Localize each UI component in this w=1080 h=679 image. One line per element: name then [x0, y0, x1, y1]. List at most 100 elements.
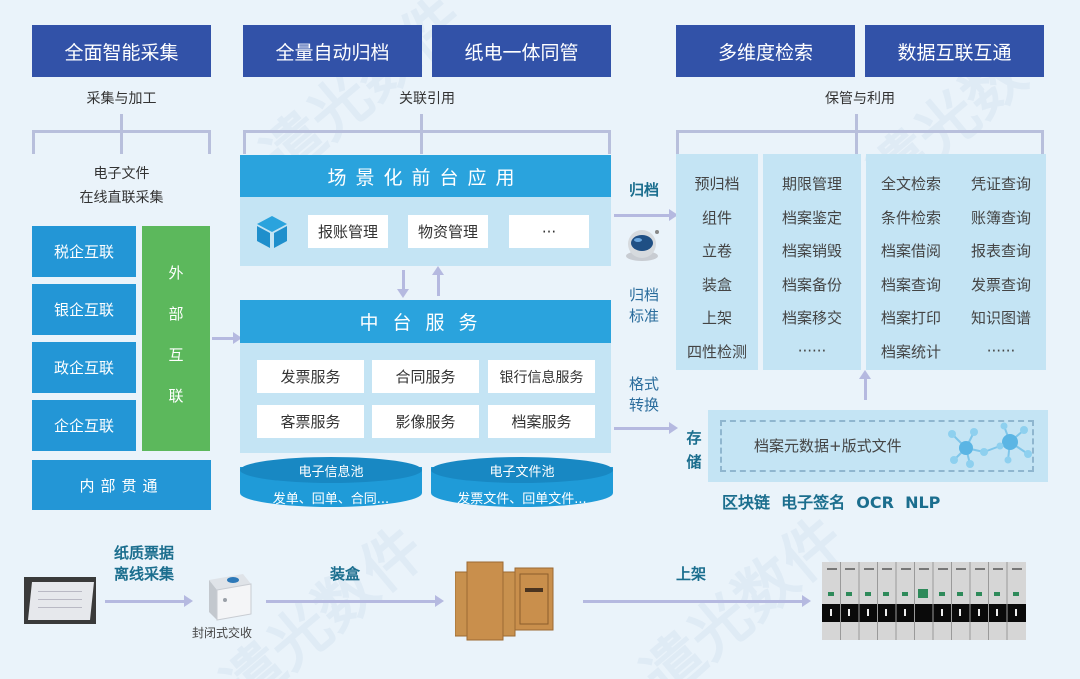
arrow-right-icon	[266, 595, 444, 607]
arrow-up-icon	[432, 266, 444, 296]
external-interconnect: 外 部 互 联	[142, 226, 210, 451]
bank-link: 银企互联	[32, 284, 136, 335]
pool-file: 电子文件池 发票文件、回单文件...	[431, 457, 613, 515]
bracket-stem	[120, 130, 123, 154]
label-shelving: 上架	[676, 565, 707, 583]
list-item: 档案移交	[781, 309, 842, 328]
bracket-stem	[855, 130, 858, 154]
list-item: 知识图谱	[970, 309, 1031, 328]
list-item: 凭证查询	[970, 175, 1031, 194]
gov-link: 政企互联	[32, 342, 136, 393]
label-collect: 采集与加工	[86, 91, 157, 107]
label-storage: 存 储	[680, 426, 708, 474]
robot-icon	[626, 230, 659, 261]
scanner-device-icon	[209, 574, 252, 621]
chip-more: ···	[509, 215, 589, 248]
label-archive: 归档	[628, 181, 659, 199]
left-caption: 电子文件 在线直联采集	[32, 162, 211, 210]
pool-file-desc: 发票文件、回单文件...	[457, 492, 587, 507]
list-item: 档案备份	[781, 275, 842, 294]
list-item: ······	[797, 342, 827, 361]
list-item: 档案查询	[880, 275, 941, 294]
label-paper-line1: 纸质票据	[114, 544, 175, 562]
cube-icon	[257, 216, 287, 248]
label-storage-line1: 存	[686, 429, 702, 447]
bracket-stem	[120, 114, 123, 132]
arrow-right-icon	[614, 422, 678, 434]
label-manage: 保管与利用	[825, 91, 895, 107]
middle-title: 中台服务	[240, 300, 611, 343]
service-contract: 合同服务	[372, 360, 479, 393]
pool-info-desc: 发单、回单、合同...	[272, 492, 390, 507]
label-archive-standard: 归档 标准	[622, 285, 666, 327]
label-paper-line2: 离线采集	[114, 565, 175, 583]
pool-file-name: 电子文件池	[489, 465, 555, 480]
list-item: 上架	[701, 309, 732, 328]
arrow-up-icon	[859, 370, 871, 400]
label-link: 关联引用	[399, 91, 455, 107]
list-item: 预归档	[694, 175, 740, 194]
bracket-manage	[676, 130, 1044, 154]
enterprise-link: 企企互联	[32, 400, 136, 451]
pool-info: 电子信息池 发单、回单、合同...	[240, 457, 422, 515]
list-item: 组件	[701, 208, 732, 227]
external-char: 部	[168, 305, 184, 323]
frontend-title: 场景化前台应用	[240, 155, 611, 197]
network-icon	[948, 422, 1032, 468]
list-item: 档案销毁	[781, 242, 842, 261]
service-image: 影像服务	[372, 405, 479, 438]
external-char: 互	[168, 346, 184, 364]
search-query-column: 全文检索 条件检索 档案借阅 档案查询 档案打印 档案统计 凭证查询 账簿查询 …	[866, 154, 1046, 370]
service-ticket: 客票服务	[257, 405, 364, 438]
bracket-stem	[420, 114, 423, 132]
arrow-right-icon	[212, 332, 242, 344]
tax-link: 税企互联	[32, 226, 136, 277]
arrow-right-icon	[105, 595, 193, 607]
internal-link: 内部贯通	[32, 460, 211, 510]
list-item: 发票查询	[970, 275, 1031, 294]
archive-process-column: 预归档 组件 立卷 装盒 上架 四性检测	[676, 154, 758, 370]
left-caption-line2: 在线直联采集	[79, 190, 164, 206]
external-char: 联	[168, 387, 184, 405]
bracket-link	[243, 130, 611, 154]
pool-info-name: 电子信息池	[298, 465, 364, 480]
title-auto-archive: 全量自动归档	[243, 25, 422, 77]
storage-panel: 档案元数据+版式文件	[708, 410, 1048, 482]
list-item: ······	[986, 342, 1016, 361]
list-item: 账簿查询	[970, 208, 1031, 227]
service-bank: 银行信息服务	[488, 360, 595, 393]
label-paper-offline: 纸质票据 离线采集	[114, 543, 174, 585]
list-item: 装盒	[701, 275, 732, 294]
list-item: 档案打印	[880, 309, 941, 328]
list-item: 期限管理	[781, 175, 842, 194]
title-data-interconnect: 数据互联互通	[865, 25, 1044, 77]
tech-labels: 区块链 电子签名 OCR NLP	[722, 493, 941, 512]
list-item: 立卷	[701, 242, 732, 261]
list-item: 全文检索	[880, 175, 941, 194]
chip-materials: 物资管理	[408, 215, 488, 248]
archive-manage-column: 期限管理 档案鉴定 档案销毁 档案备份 档案移交 ······	[763, 154, 861, 370]
list-item: 四性检测	[686, 342, 747, 361]
arrow-right-icon	[583, 595, 811, 607]
device-caption: 封闭式交收	[192, 626, 253, 640]
label-storage-line2: 储	[686, 453, 702, 471]
arrow-right-icon	[614, 209, 678, 221]
list-item: 档案借阅	[880, 242, 941, 261]
service-invoice: 发票服务	[257, 360, 364, 393]
left-caption-line1: 电子文件	[93, 166, 150, 182]
title-multi-search: 多维度检索	[676, 25, 855, 77]
storage-text: 档案元数据+版式文件	[754, 437, 902, 455]
chip-reimbursement: 报账管理	[308, 215, 388, 248]
label-boxing: 装盒	[330, 565, 361, 583]
bracket-stem	[855, 114, 858, 132]
list-item: 条件检索	[880, 208, 941, 227]
service-archive: 档案服务	[488, 405, 595, 438]
title-paper-electronic: 纸电一体同管	[432, 25, 611, 77]
paper-receipt-photo	[24, 577, 96, 624]
external-char: 外	[168, 264, 184, 282]
label-format-line2: 转换	[628, 396, 659, 414]
title-smart-collect: 全面智能采集	[32, 25, 211, 77]
label-format-line1: 格式	[628, 375, 659, 393]
arrow-down-icon	[397, 270, 409, 298]
label-archive-standard-line2: 标准	[628, 307, 659, 325]
